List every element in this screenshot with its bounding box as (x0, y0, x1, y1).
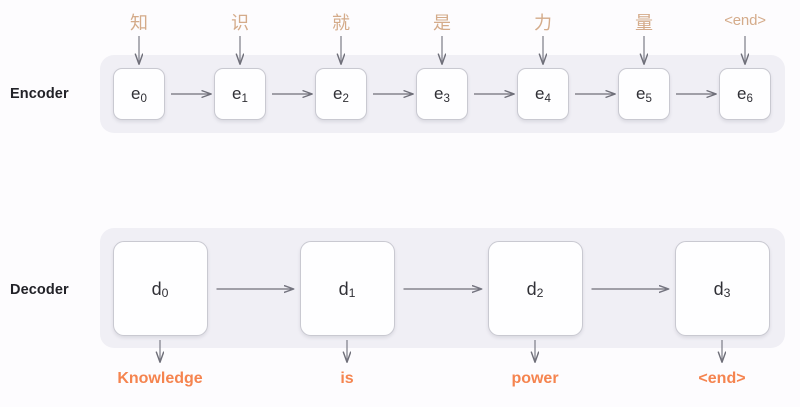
decoder-cell-d0[interactable]: d0 (112, 241, 208, 336)
decoder-row-label: Decoder (10, 282, 69, 298)
encoder-cell-e4-label: e4 (535, 84, 551, 105)
encoder-cell-e5-label: e5 (636, 84, 652, 105)
encoder-input-token-5: 量 (635, 13, 653, 33)
encoder-cell-e6-label: e6 (737, 84, 753, 105)
encoder-input-token-2: 就 (332, 13, 350, 33)
encoder-input-token-4: 力 (534, 13, 552, 33)
decoder-output-token-1: is (340, 370, 354, 387)
encoder-cell-e1-label: e1 (232, 84, 248, 105)
decoder-output-token-0: Knowledge (117, 370, 203, 387)
encoder-cell-e1[interactable]: e1 (214, 68, 266, 120)
encoder-cell-e4[interactable]: e4 (517, 68, 569, 120)
encoder-cell-e0[interactable]: e0 (113, 68, 165, 120)
decoder-cell-d0-label: d0 (151, 278, 169, 301)
decoder-cell-d3-label: d3 (713, 278, 731, 301)
decoder-output-token-2: power (511, 370, 559, 387)
encoder-cell-e0-label: e0 (131, 84, 147, 105)
decoder-cell-d2-label: d2 (526, 278, 544, 301)
encoder-cell-e2[interactable]: e2 (315, 68, 367, 120)
encoder-input-token-3: 是 (433, 13, 451, 33)
decoder-output-token-3: <end> (698, 370, 746, 387)
encoder-input-token-6: <end> (724, 12, 766, 29)
encoder-input-token-0: 知 (130, 13, 148, 33)
decoder-cell-d2[interactable]: d2 (487, 241, 583, 336)
encoder-cell-e6[interactable]: e6 (719, 68, 771, 120)
encoder-cell-e3-label: e3 (434, 84, 450, 105)
encoder-cell-e5[interactable]: e5 (618, 68, 670, 120)
encoder-cell-e3[interactable]: e3 (416, 68, 468, 120)
decoder-cell-d1-label: d1 (338, 278, 356, 301)
decoder-cell-d3[interactable]: d3 (674, 241, 770, 336)
encoder-cell-e2-label: e2 (333, 84, 349, 105)
encoder-input-token-1: 识 (231, 13, 249, 33)
decoder-cell-d1[interactable]: d1 (299, 241, 395, 336)
decoder-band (100, 228, 785, 348)
encoder-row-label: Encoder (10, 86, 69, 102)
